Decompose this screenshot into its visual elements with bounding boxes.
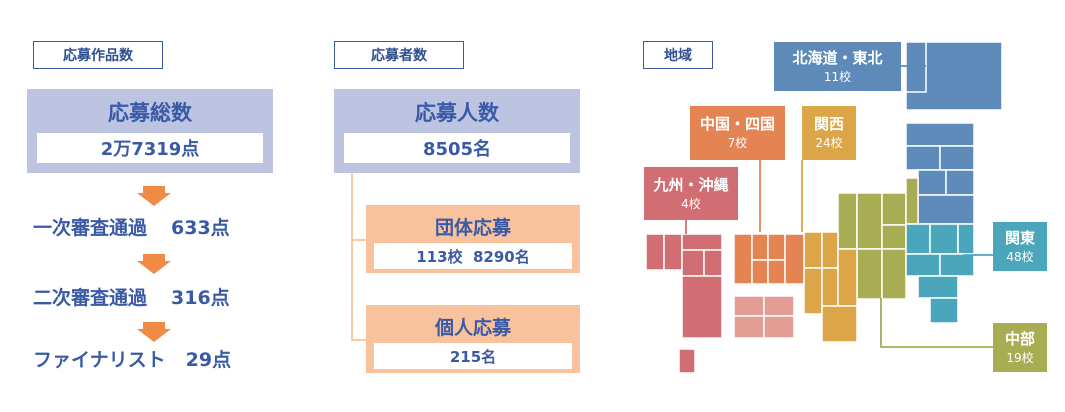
group-applications-box: 団体応募 113校 8290名	[366, 205, 580, 273]
individual-applications-box: 個人応募 215名	[366, 305, 580, 373]
region-label-kyushu-okinawa: 九州・沖縄 4校	[644, 167, 738, 220]
region-name: 中部	[1004, 329, 1035, 348]
region-count: 24校	[815, 136, 843, 150]
region-name: 北海道・東北	[792, 48, 883, 67]
group-applications-value: 113校 8290名	[374, 243, 572, 269]
region-count: 48校	[1006, 249, 1034, 264]
total-submissions-value: 2万7319点	[37, 133, 263, 163]
arrow-down-icon	[137, 322, 171, 342]
region-tag: 地域	[643, 41, 713, 69]
submissions-tag: 応募作品数	[33, 41, 163, 69]
total-submissions-box: 応募総数 2万7319点	[27, 89, 273, 173]
total-applicants-box: 応募人数 8505名	[334, 89, 580, 173]
applicants-tag: 応募者数	[334, 41, 464, 69]
total-submissions-title: 応募総数	[108, 101, 192, 125]
region-name: 九州・沖縄	[653, 175, 729, 194]
region-name: 関西	[813, 115, 844, 133]
total-applicants-title: 応募人数	[415, 101, 499, 125]
region-count: 11校	[823, 69, 852, 84]
region-label-kansai: 関西 24校	[802, 106, 856, 160]
individual-applications-title: 個人応募	[434, 317, 511, 339]
region-label-hokkaido-tohoku: 北海道・東北 11校	[774, 42, 901, 91]
region-count: 4校	[681, 196, 701, 211]
region-count: 7校	[727, 136, 748, 150]
region-label-chugoku-shikoku: 中国・四国 7校	[690, 106, 785, 160]
group-applications-title: 団体応募	[434, 217, 511, 239]
region-label-chubu: 中部 19校	[993, 323, 1047, 372]
individual-applications-value: 215名	[374, 343, 572, 369]
region-name: 中国・四国	[699, 115, 775, 133]
region-count: 19校	[1006, 350, 1034, 365]
total-applicants-value: 8505名	[344, 133, 570, 163]
arrow-down-icon	[137, 186, 171, 206]
arrow-down-icon	[137, 254, 171, 274]
region-label-kanto: 関東 48校	[993, 222, 1047, 271]
region-name: 関東	[1004, 228, 1035, 247]
